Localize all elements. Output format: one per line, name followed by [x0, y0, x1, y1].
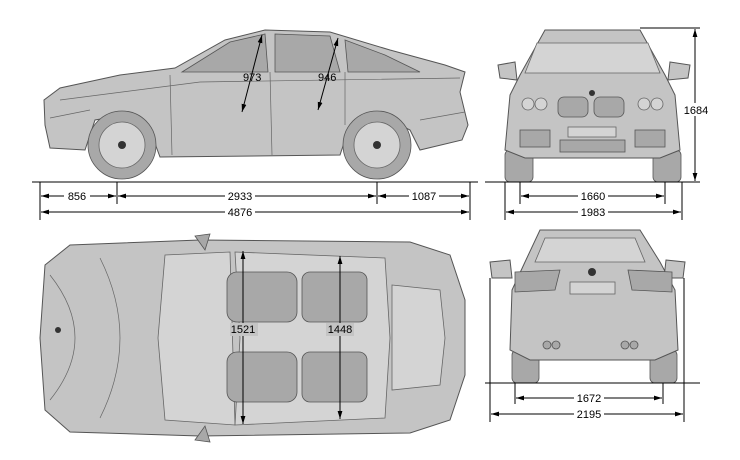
front-shoulder-width-label: 1521 [231, 324, 255, 336]
wheelbase-label: 2933 [228, 191, 252, 203]
top-view-car [39, 233, 466, 443]
rear-track-label: 1672 [577, 393, 601, 405]
side-dimension-lines [32, 181, 478, 220]
front-headroom-label: 973 [243, 72, 261, 84]
width-with-mirrors-label: 2195 [577, 409, 601, 421]
front-overhang-label: 856 [68, 191, 86, 203]
front-view-car [497, 29, 691, 183]
overall-height-label: 1684 [684, 105, 708, 117]
rear-headroom-label: 946 [318, 72, 336, 84]
rear-overhang-label: 1087 [412, 191, 436, 203]
front-track-label: 1660 [581, 191, 605, 203]
rear-shoulder-width-label: 1448 [328, 324, 352, 336]
rear-view-car [489, 229, 686, 384]
overall-length-label: 4876 [228, 207, 252, 219]
front-dimension-lines [485, 27, 709, 220]
overall-width-label: 1983 [581, 207, 605, 219]
side-view-car [43, 29, 469, 180]
rear-dimension-lines [485, 278, 700, 422]
